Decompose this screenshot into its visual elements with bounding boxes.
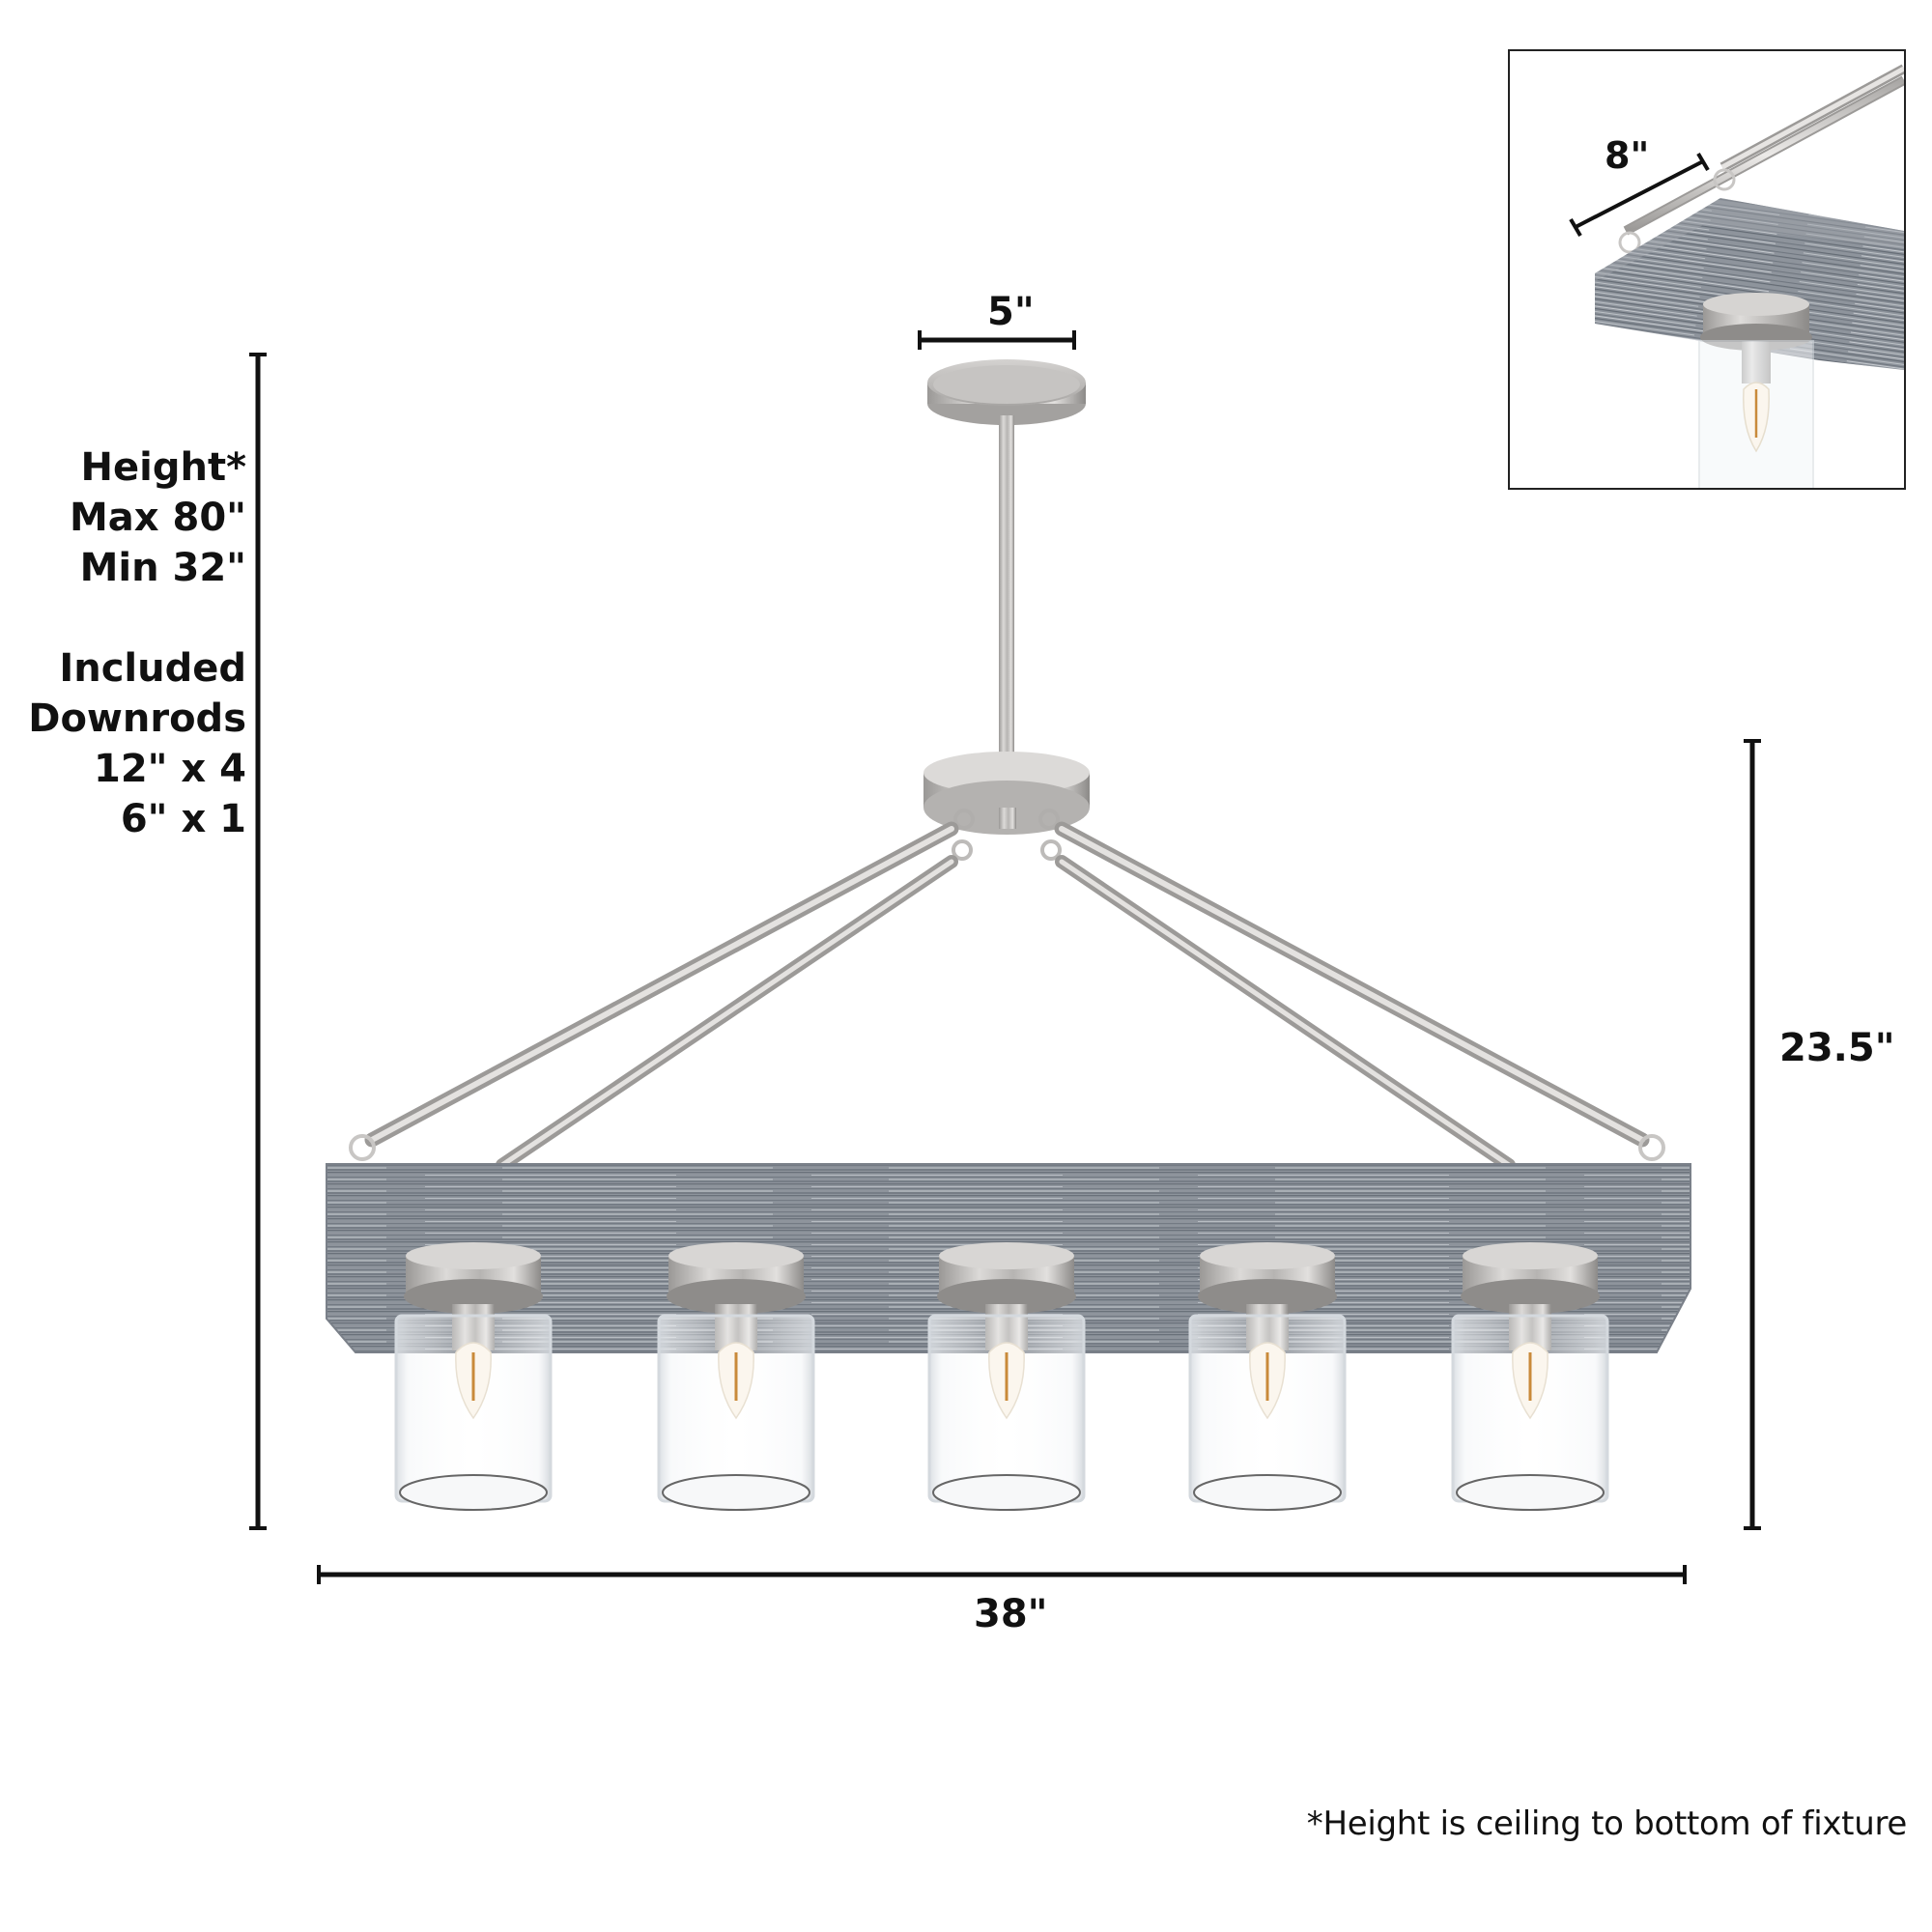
downrods-title-line2: Downrods bbox=[28, 696, 246, 741]
fixture-width-label: 38" bbox=[974, 1592, 1048, 1636]
height-and-downrod-info: Height* Max 80" Min 32" Included Downrod… bbox=[28, 442, 246, 844]
canopy-width-dimension bbox=[918, 330, 1076, 350]
downrods-title-line1: Included bbox=[59, 646, 246, 691]
downrod bbox=[999, 415, 1014, 771]
light-4 bbox=[1188, 1242, 1347, 1511]
support-arms bbox=[349, 821, 1665, 1172]
downrod-item-1: 12" x 4 bbox=[94, 747, 246, 791]
height-max: Max 80" bbox=[69, 496, 246, 540]
downrod-item-2: 6" x 1 bbox=[120, 797, 246, 841]
light-3 bbox=[927, 1242, 1086, 1511]
beam-depth-dimension bbox=[1569, 152, 1710, 238]
light-1 bbox=[394, 1242, 553, 1511]
ceiling-canopy bbox=[927, 359, 1086, 425]
height-footnote: *Height is ceiling to bottom of fixture bbox=[1306, 1804, 1908, 1843]
fixture-height-dimension bbox=[1744, 739, 1761, 1530]
fixture-height-label: 23.5" bbox=[1779, 1026, 1895, 1070]
light-2 bbox=[657, 1242, 815, 1511]
height-title: Height* bbox=[80, 445, 246, 490]
light-5 bbox=[1451, 1242, 1609, 1511]
center-hub bbox=[923, 752, 1090, 861]
spacer bbox=[28, 593, 246, 643]
light-units bbox=[394, 1242, 1609, 1511]
dimension-lines bbox=[249, 330, 1761, 1584]
beam-depth-detail-inset: 8" bbox=[1508, 49, 1906, 490]
height-min: Min 32" bbox=[79, 546, 246, 590]
fixture-width-dimension bbox=[317, 1565, 1687, 1584]
overall-height-dimension bbox=[249, 353, 267, 1530]
beam-depth-label: 8" bbox=[1605, 134, 1650, 177]
canopy-width-label: 5" bbox=[987, 290, 1035, 334]
